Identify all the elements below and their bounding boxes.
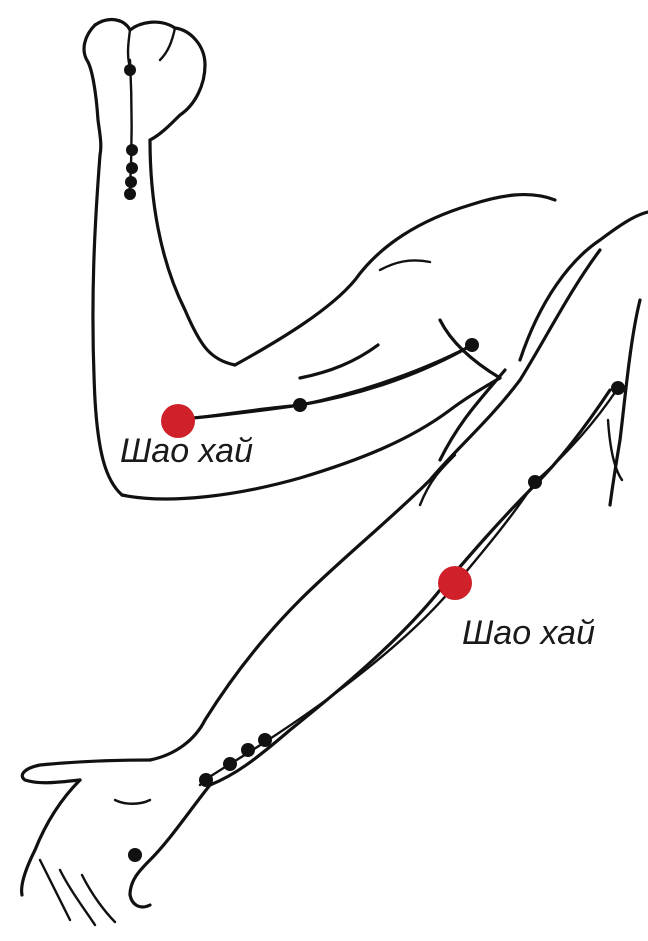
meridian-dot [241, 743, 255, 757]
meridian-dot [124, 188, 136, 200]
acupoint-label-lower: Шао хай [462, 616, 595, 650]
lower-arm-drawing [22, 250, 640, 925]
meridian-dot [223, 757, 237, 771]
meridian-dot [611, 381, 625, 395]
meridian-dot [465, 338, 479, 352]
acupoint-marker [438, 566, 472, 600]
meridian-dot [528, 475, 542, 489]
meridian-dot [258, 733, 272, 747]
meridian-dot [125, 176, 137, 188]
meridian-dot [126, 162, 138, 174]
meridian-dot [126, 144, 138, 156]
acupoint-label-upper: Шао хай [120, 434, 253, 468]
meridian-dot [124, 64, 136, 76]
meridian-dot [199, 773, 213, 787]
meridian-dot [128, 848, 142, 862]
meridian-dot [293, 398, 307, 412]
